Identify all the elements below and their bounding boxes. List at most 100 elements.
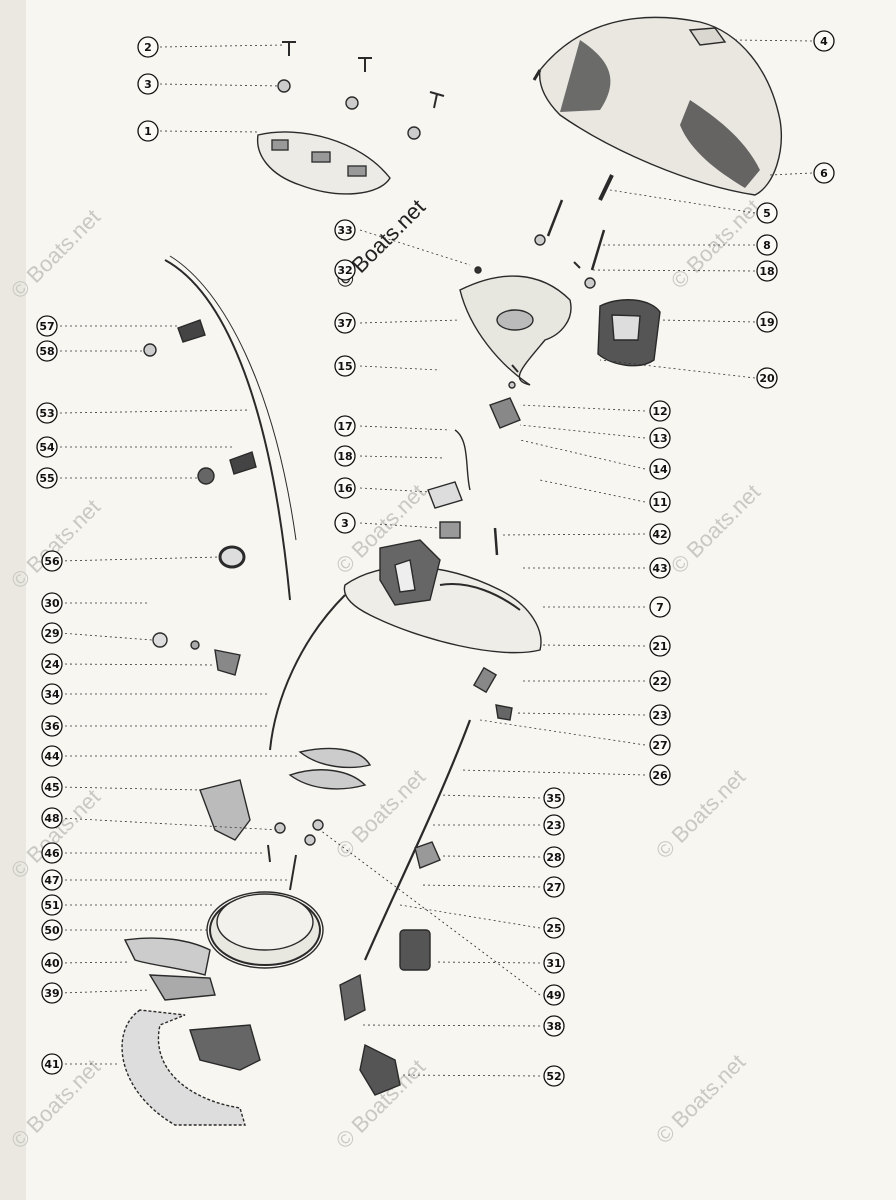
callout-2: 2 xyxy=(137,36,159,58)
callout-circle xyxy=(137,73,159,95)
nut-part xyxy=(407,126,421,140)
callout-label: 18 xyxy=(337,450,352,463)
callout-23: 23 xyxy=(649,704,671,726)
knob-part xyxy=(143,343,157,357)
callout-label: 20 xyxy=(759,372,775,385)
callout-53: 53 xyxy=(36,402,58,424)
callout-circle xyxy=(649,764,671,786)
callout-label: 15 xyxy=(337,360,352,373)
screw-part xyxy=(358,57,372,72)
callout-27: 27 xyxy=(543,876,565,898)
callout-46: 46 xyxy=(41,842,63,864)
callout-50: 50 xyxy=(41,919,63,941)
callout-37: 37 xyxy=(334,312,356,334)
callout-label: 31 xyxy=(546,957,561,970)
washer-part xyxy=(534,234,546,246)
screw-part xyxy=(546,199,564,237)
callout-label: 38 xyxy=(546,1020,561,1033)
callout-label: 26 xyxy=(652,769,668,782)
callout-15: 15 xyxy=(334,355,356,377)
callout-56: 56 xyxy=(41,550,63,572)
callout-44: 44 xyxy=(41,745,63,767)
callout-label: 19 xyxy=(759,316,774,329)
callout-circle xyxy=(756,202,778,224)
callout-18: 18 xyxy=(756,260,778,282)
callout-17: 17 xyxy=(334,415,356,437)
callout-19: 19 xyxy=(756,311,778,333)
callout-20: 20 xyxy=(756,367,778,389)
callout-label: 21 xyxy=(652,640,667,653)
bottom-cowl-part xyxy=(343,539,542,654)
spring-part xyxy=(229,451,257,475)
callout-circle xyxy=(36,315,58,337)
callout-5: 5 xyxy=(756,202,778,224)
callout-label: 57 xyxy=(39,320,54,333)
callout-circle xyxy=(543,787,565,809)
callout-label: 34 xyxy=(44,688,60,701)
spring-part xyxy=(598,174,614,201)
callout-label: 3 xyxy=(341,517,349,530)
callout-circle xyxy=(41,894,63,916)
knob-part xyxy=(197,467,215,485)
callout-40: 40 xyxy=(41,952,63,974)
callout-label: 1 xyxy=(144,125,152,138)
callout-label: 2 xyxy=(144,41,152,54)
callout-circle xyxy=(543,876,565,898)
callout-label: 42 xyxy=(652,528,667,541)
ring-part xyxy=(206,891,324,969)
fitting-part xyxy=(472,666,498,694)
callout-34: 34 xyxy=(41,683,63,705)
pin-part xyxy=(573,261,581,269)
washer-part xyxy=(304,834,316,846)
callout-label: 41 xyxy=(44,1058,59,1071)
callout-label: 43 xyxy=(652,562,667,575)
callout-circle xyxy=(41,745,63,767)
callout-circle xyxy=(543,917,565,939)
callout-circle xyxy=(334,355,356,377)
screw-part xyxy=(267,844,271,863)
screw-part xyxy=(429,91,445,109)
callout-47: 47 xyxy=(41,869,63,891)
callout-circle xyxy=(334,259,356,281)
callout-29: 29 xyxy=(41,622,63,644)
small-screw-part xyxy=(474,266,482,274)
callout-30: 30 xyxy=(41,592,63,614)
callout-45: 45 xyxy=(41,776,63,798)
small-block-part xyxy=(439,521,461,539)
screw-part xyxy=(590,229,606,271)
callout-circle xyxy=(36,467,58,489)
callout-circle xyxy=(543,846,565,868)
handle-part xyxy=(256,131,391,195)
callout-circle xyxy=(756,234,778,256)
callout-label: 8 xyxy=(763,239,771,252)
callout-4: 4 xyxy=(813,30,835,52)
callout-33: 33 xyxy=(334,219,356,241)
callout-26: 26 xyxy=(649,764,671,786)
callout-label: 36 xyxy=(44,720,60,733)
cable-part xyxy=(164,259,291,601)
callout-label: 39 xyxy=(44,987,59,1000)
callout-11: 11 xyxy=(649,491,671,513)
callout-label: 23 xyxy=(546,819,561,832)
callout-52: 52 xyxy=(543,1065,565,1087)
callout-12: 12 xyxy=(649,400,671,422)
callout-circle xyxy=(41,842,63,864)
callout-label: 3 xyxy=(144,78,152,91)
callout-label: 27 xyxy=(546,881,561,894)
callout-circle xyxy=(41,869,63,891)
callout-circle xyxy=(41,622,63,644)
callout-label: 14 xyxy=(652,463,668,476)
spring-part xyxy=(177,319,206,343)
callout-6: 6 xyxy=(813,162,835,184)
callout-circle xyxy=(543,814,565,836)
callout-label: 5 xyxy=(763,207,771,220)
callout-circle xyxy=(543,1015,565,1037)
callout-circle xyxy=(649,557,671,579)
callout-54: 54 xyxy=(36,436,58,458)
callout-label: 30 xyxy=(44,597,60,610)
bracket-hole xyxy=(496,309,534,331)
callout-circle xyxy=(36,402,58,424)
sleeve-part xyxy=(427,481,463,509)
callout-circle xyxy=(334,219,356,241)
